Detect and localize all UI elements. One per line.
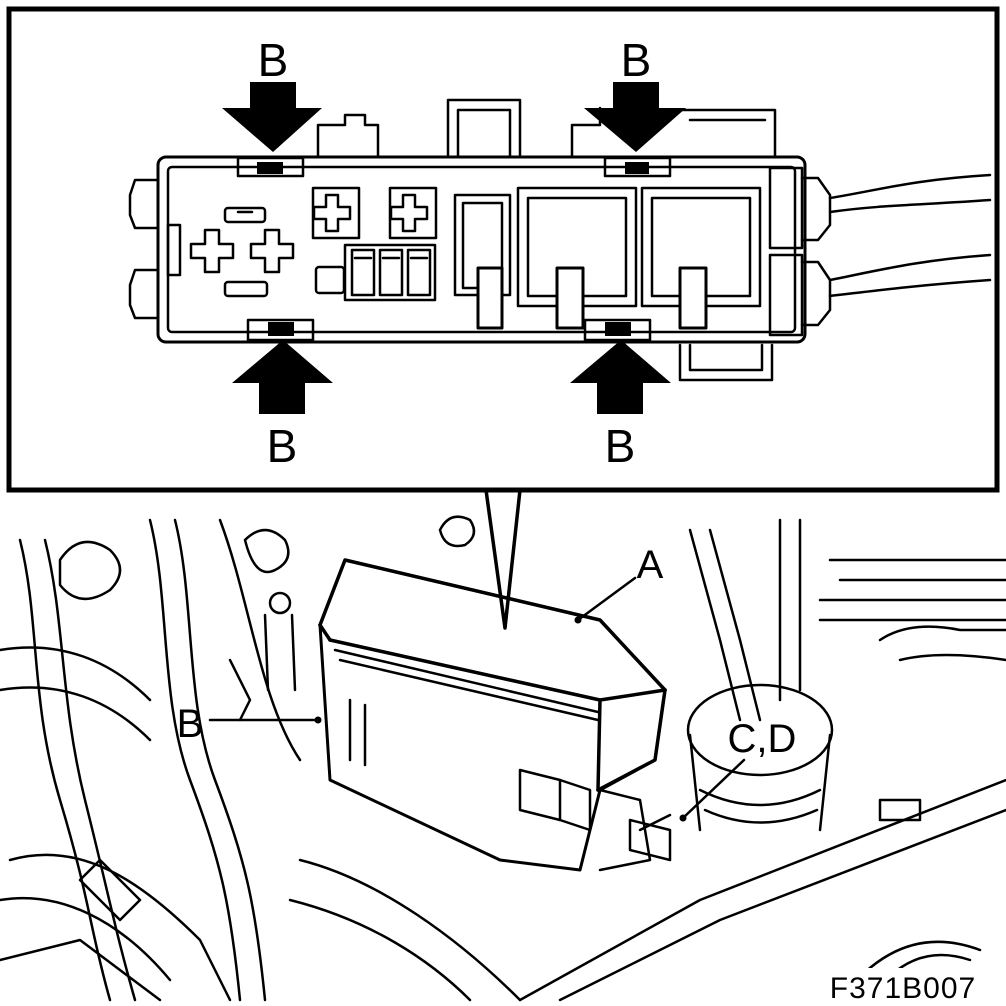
figure-code-backing [820,968,990,1004]
label-clip-top-left: B [258,34,289,86]
figure-code: F371B007 [830,972,976,1005]
arrow-down-left [222,82,322,152]
leader-a [576,576,637,622]
arrow-up-right [570,340,671,414]
label-fuse-box: A [637,543,664,587]
engine-bay-scene [0,515,1006,1002]
label-clip-bottom-right: B [605,420,636,472]
fuse-box-body [318,558,672,872]
arrow-down-right [584,82,686,152]
arrow-up-left [232,340,333,414]
label-clip-side: B [177,702,204,746]
inset-pointer [484,488,522,630]
leader-cd [681,758,746,820]
label-clip-top-right: B [621,34,652,86]
detail-inset-frame [6,6,1000,493]
clip-arrows [222,82,686,414]
label-clip-bottom-left: B [267,420,298,472]
label-connectors: C,D [728,717,797,761]
fuse-box-top-view [128,98,992,382]
